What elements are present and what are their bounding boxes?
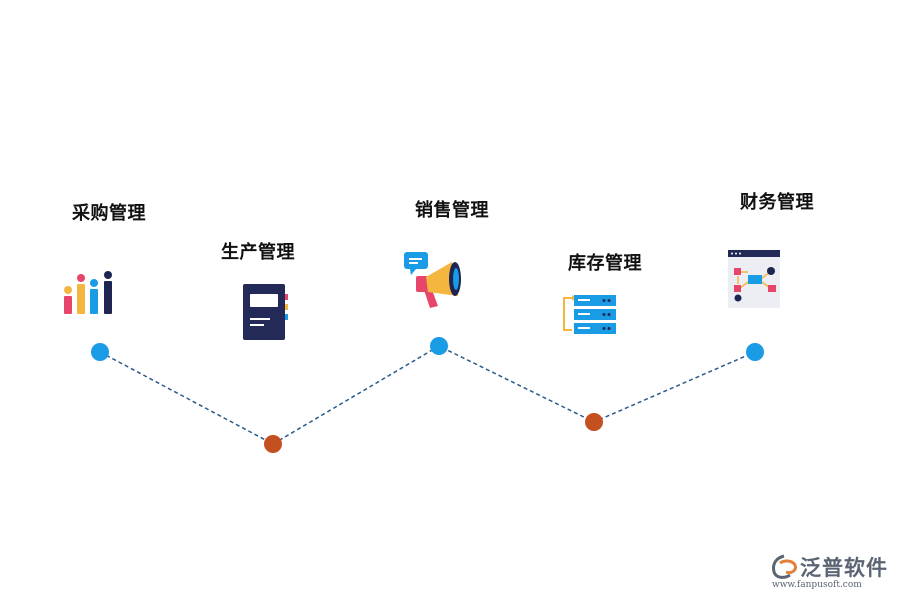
server-rack-icon [563, 295, 616, 334]
notebook-icon [243, 284, 288, 340]
module-label-production: 生产管理 [221, 242, 295, 263]
node-purchase [91, 343, 109, 361]
zigzag-connector [99, 345, 756, 445]
module-label-finance: 财务管理 [740, 192, 814, 213]
node-inventory [585, 413, 603, 431]
module-label-sales: 销售管理 [415, 200, 489, 221]
brand-url: www.fanpusoft.com [772, 580, 862, 590]
brand-name: 泛普软件 [800, 556, 888, 580]
flowchart-window-icon [728, 250, 780, 308]
brand-watermark: 泛普软件 www.fanpusoft.com [768, 552, 893, 596]
module-label-purchase: 采购管理 [72, 203, 146, 224]
brand-logo-icon [772, 554, 797, 579]
megaphone-icon [404, 252, 461, 308]
node-finance [746, 343, 764, 361]
module-label-inventory: 库存管理 [568, 253, 642, 274]
node-sales [430, 337, 448, 355]
bar-chart-icon [64, 271, 112, 314]
node-production [264, 435, 282, 453]
